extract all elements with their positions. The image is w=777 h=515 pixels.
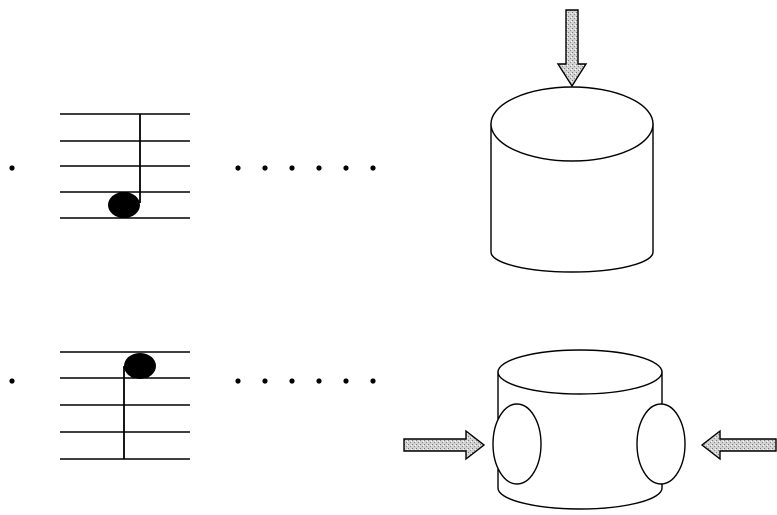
cylinder-top-face	[497, 349, 663, 395]
separator-dot	[235, 378, 241, 384]
music-staff-top	[60, 113, 190, 219]
music-note-stem-down	[123, 353, 156, 459]
separator-dot	[262, 165, 268, 171]
separator-dot	[343, 165, 349, 171]
note-head	[108, 192, 140, 218]
separator-dot	[289, 165, 295, 171]
right-pressure-area	[636, 403, 686, 485]
left-pressure-area	[492, 403, 542, 485]
left-arrow	[700, 429, 777, 461]
right-arrow	[403, 429, 486, 461]
cylinder-top	[490, 86, 654, 273]
cylinder-body	[497, 371, 663, 510]
separator-dot	[370, 165, 376, 171]
separator-dot	[343, 378, 349, 384]
note-head	[124, 353, 156, 379]
music-staff-bottom	[60, 351, 190, 460]
row-top	[9, 9, 654, 273]
dots-separator-bottom	[235, 378, 376, 384]
separator-dot	[316, 378, 322, 384]
music-note-stem-up	[108, 114, 141, 218]
row-bottom	[9, 349, 777, 510]
separator-dot	[289, 378, 295, 384]
leading-dot	[9, 378, 15, 384]
down-arrow	[556, 9, 588, 88]
separator-dot	[262, 378, 268, 384]
leading-dot	[9, 165, 15, 171]
dots-separator-top	[235, 165, 376, 171]
cylinder-squeezed	[492, 349, 686, 510]
separator-dot	[370, 378, 376, 384]
separator-dot	[316, 165, 322, 171]
cylinder-body	[490, 123, 654, 273]
cylinder-top-face	[490, 86, 654, 162]
separator-dot	[235, 165, 241, 171]
